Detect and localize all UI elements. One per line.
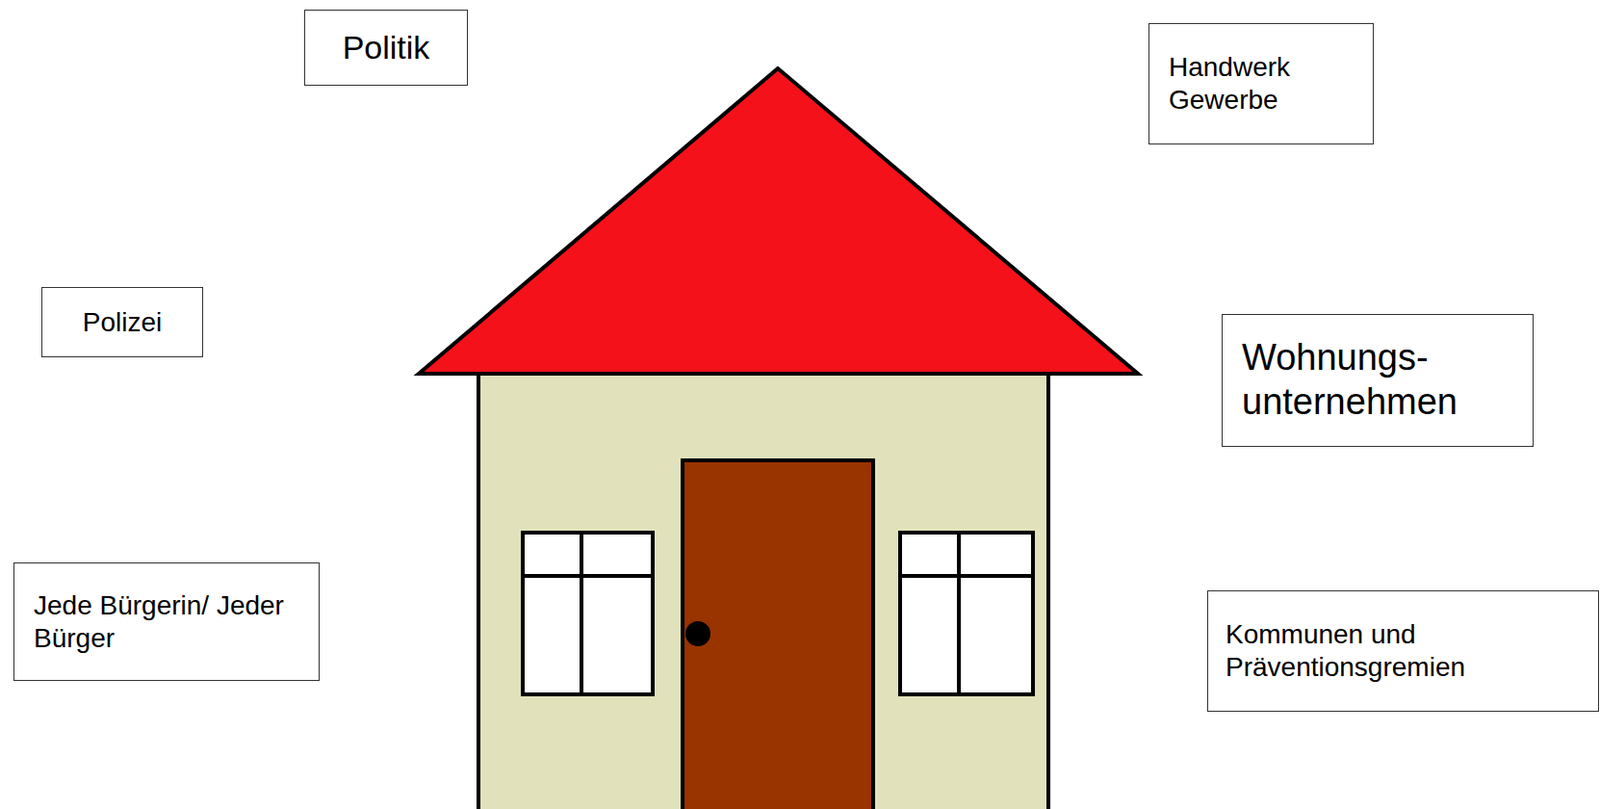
actor-box: Polizei <box>41 286 204 358</box>
actor-box: Handwerk Gewerbe <box>1148 23 1374 145</box>
actor-box: Jede Bürgerin/ Jeder Bürger <box>13 562 320 681</box>
actor-label: Kommunen und Präventionsgremien <box>1225 618 1589 683</box>
actor-label: Polizei <box>82 306 162 339</box>
door-knob <box>685 620 711 646</box>
door <box>682 460 874 809</box>
actor-box: Politik <box>304 9 468 86</box>
right-window <box>900 532 1033 695</box>
actor-label: Jede Bürgerin/ Jeder Bürger <box>33 589 290 654</box>
house-wall <box>478 373 1049 809</box>
left-window <box>522 532 653 695</box>
actor-label: Handwerk Gewerbe <box>1168 51 1344 116</box>
actor-box: Wohnungs- unternehmen <box>1221 313 1534 447</box>
actor-box: Kommunen und Präventionsgremien <box>1207 590 1600 712</box>
actor-label: Wohnungs- unternehmen <box>1241 335 1495 424</box>
actor-label: Politik <box>342 27 431 68</box>
roof <box>418 68 1138 374</box>
